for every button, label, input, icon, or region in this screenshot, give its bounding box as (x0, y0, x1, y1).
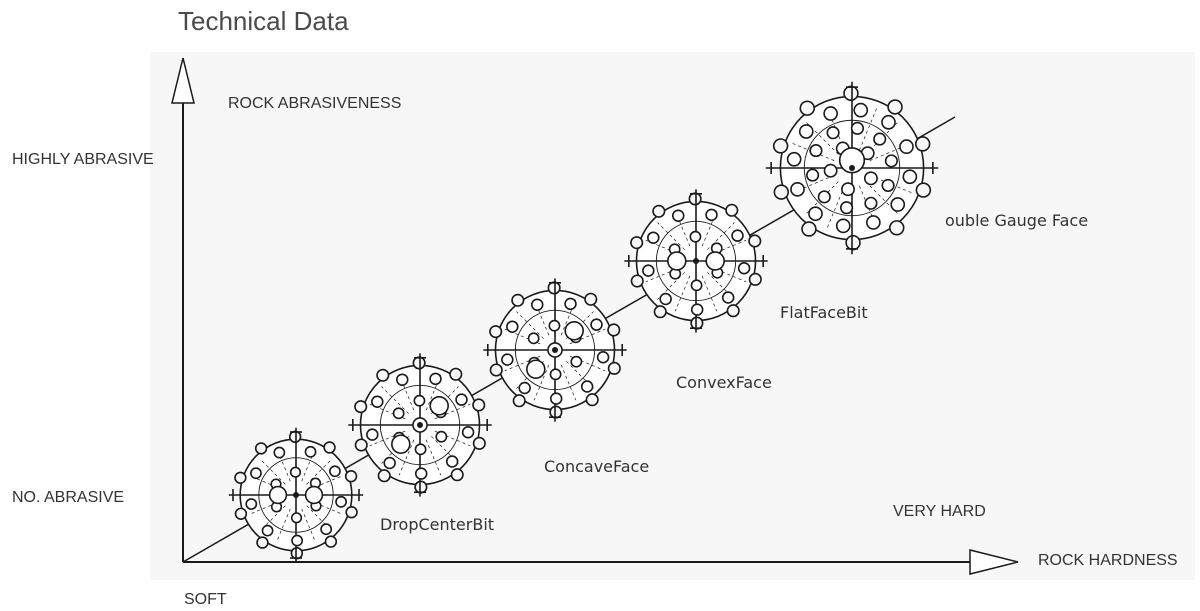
bit-label-double-gauge: ouble Gauge Face (945, 211, 1089, 230)
x-axis-low-label: SOFT (184, 591, 227, 608)
concave-bit-icon (348, 353, 492, 497)
y-axis-low-label: NO. ABRASIVE (12, 489, 125, 506)
double-gauge-bit-icon (765, 81, 939, 255)
bit-label-concave: ConcaveFace (544, 457, 650, 476)
y-axis-high-label: HIGHLY ABRASIVE (12, 151, 154, 168)
x-axis-arrow-icon (969, 549, 1019, 575)
x-axis-title: ROCK HARDNESS (1038, 552, 1178, 569)
drop-center-bit-icon (228, 427, 364, 563)
convex-bit-icon (483, 278, 627, 422)
y-axis-arrow-icon (171, 57, 195, 104)
page-title: Technical Data (178, 6, 349, 36)
flat-bit-icon (624, 189, 768, 333)
y-axis-title: ROCK ABRASIVENESS (228, 95, 402, 112)
bit-label-flat: FlatFaceBit (780, 303, 868, 322)
bit-label-drop-center: DropCenterBit (380, 515, 495, 534)
bit-label-convex: ConvexFace (676, 373, 772, 392)
x-axis-high-label: VERY HARD (893, 503, 986, 520)
